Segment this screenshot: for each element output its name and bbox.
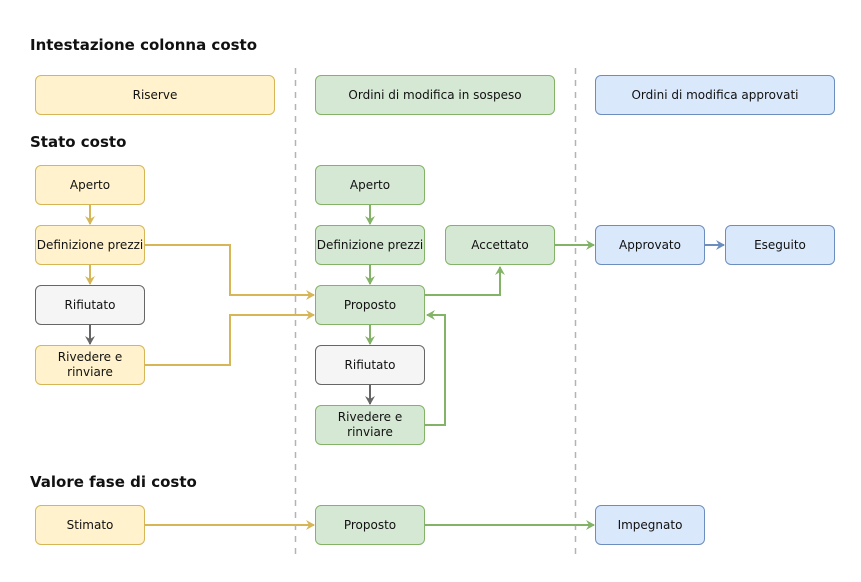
approved-state-approved[interactable]: Approvato [595,225,705,265]
reserves-state-open[interactable]: Aperto [35,165,145,205]
edge-res-revise-proposed [145,310,315,366]
edge-pen-proposed-accepted [425,266,505,296]
edge-pen-revise-proposed [425,310,446,426]
column-header-reserves[interactable]: Riserve [35,75,275,115]
reserves-state-pricing[interactable]: Definizione prezzi [35,225,145,265]
column-header-approved[interactable]: Ordini di modifica approvati [595,75,835,115]
phase-value-proposed[interactable]: Proposto [315,505,425,545]
pending-state-accepted[interactable]: Accettato [445,225,555,265]
section-heading-cost-status: Stato costo [30,133,127,151]
section-heading-cost-phase-value: Valore fase di costo [30,473,197,491]
phase-value-committed[interactable]: Impegnato [595,505,705,545]
reserves-state-revise[interactable]: Rivedere e rinviare [35,345,145,385]
reserves-state-rejected[interactable]: Rifiutato [35,285,145,325]
pending-state-revise[interactable]: Rivedere e rinviare [315,405,425,445]
pending-state-open[interactable]: Aperto [315,165,425,205]
edge-res-pricing-proposed [145,244,315,300]
phase-value-estimated[interactable]: Stimato [35,505,145,545]
column-header-pending[interactable]: Ordini di modifica in sospeso [315,75,555,115]
pending-state-pricing[interactable]: Definizione prezzi [315,225,425,265]
pending-state-proposed[interactable]: Proposto [315,285,425,325]
section-heading-column-header: Intestazione colonna costo [30,36,258,54]
approved-state-executed[interactable]: Eseguito [725,225,835,265]
pending-state-rejected[interactable]: Rifiutato [315,345,425,385]
